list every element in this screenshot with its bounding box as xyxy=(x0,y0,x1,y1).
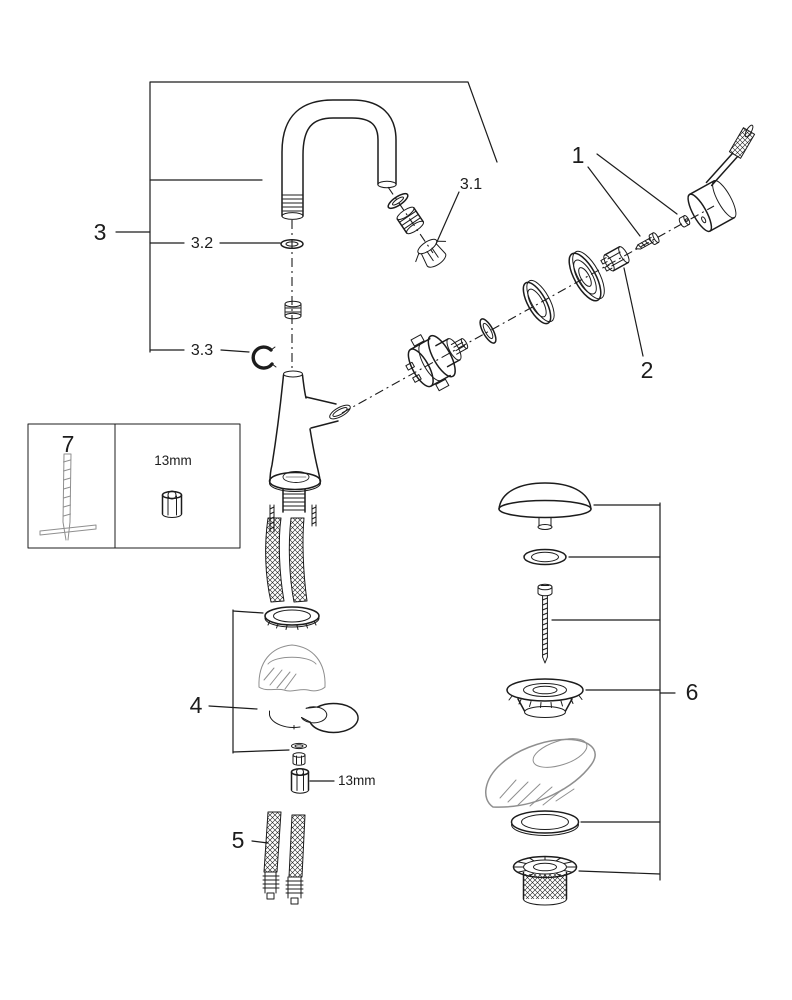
handle-screw xyxy=(635,232,660,250)
callout-4-label: 4 xyxy=(190,692,203,718)
faucet-body xyxy=(268,370,351,533)
callout-1-label: 1 xyxy=(572,142,585,168)
drain-flange xyxy=(506,678,584,718)
aerator-clip xyxy=(415,238,447,268)
tool-box-7: 7 13mm xyxy=(27,423,241,549)
cartridge-o-ring xyxy=(479,318,497,344)
spout-o-ring xyxy=(280,238,304,250)
aerator-o-ring xyxy=(387,192,409,210)
washer-small xyxy=(291,742,307,750)
cartridge xyxy=(405,334,469,392)
callout-5-label: 5 xyxy=(232,827,245,853)
callout-bracket-4: 4 xyxy=(190,609,290,754)
spout-bushing xyxy=(284,300,302,320)
supply-hose-ends xyxy=(262,811,306,905)
tool-size-label: 13mm xyxy=(154,453,192,468)
callout-3-1: 3.1 xyxy=(460,176,482,193)
cartridge-adapter xyxy=(600,246,630,272)
screw-cap xyxy=(678,215,691,228)
retaining-clip xyxy=(251,345,277,370)
mounting-nut-13mm xyxy=(290,768,310,794)
callout-6-label: 6 xyxy=(686,679,699,705)
supply-hoses xyxy=(265,517,308,603)
nut-small xyxy=(292,752,306,766)
callout-5: 5 xyxy=(232,827,269,853)
callout-2: 2 xyxy=(623,267,654,383)
hex-nut-13mm xyxy=(161,490,183,518)
callout-3-3: 3.3 xyxy=(191,342,213,359)
escutcheon-ring xyxy=(568,250,605,302)
lever-handle xyxy=(687,124,756,233)
spout xyxy=(281,99,397,220)
popup-cap xyxy=(498,482,592,530)
mounting-nut-size-label: 13mm xyxy=(338,773,376,788)
escutcheon-sketch-large xyxy=(485,738,596,808)
drain-screw xyxy=(537,583,553,664)
trim-ring xyxy=(522,279,555,325)
callout-bracket-6: 6 xyxy=(551,502,699,881)
callout-3-2: 3.2 xyxy=(191,235,213,252)
callout-3: 3 xyxy=(94,219,107,245)
callout-bracket-3: 3 3.2 3.3 3.1 xyxy=(94,81,498,359)
mounting-nut-size-callout: 13mm xyxy=(309,773,376,788)
aerator xyxy=(396,206,425,235)
mounting-bracket xyxy=(269,702,359,734)
callout-2-label: 2 xyxy=(641,357,654,383)
callout-1: 1 xyxy=(572,142,678,237)
drain-body xyxy=(512,855,578,906)
drain-washer xyxy=(523,548,567,566)
hex-key-tool xyxy=(39,453,97,541)
callout-7-label: 7 xyxy=(62,431,75,457)
escutcheon-sketch-small xyxy=(258,644,326,692)
mounting-ring xyxy=(264,606,320,630)
drain-sealing-ring xyxy=(510,810,580,836)
